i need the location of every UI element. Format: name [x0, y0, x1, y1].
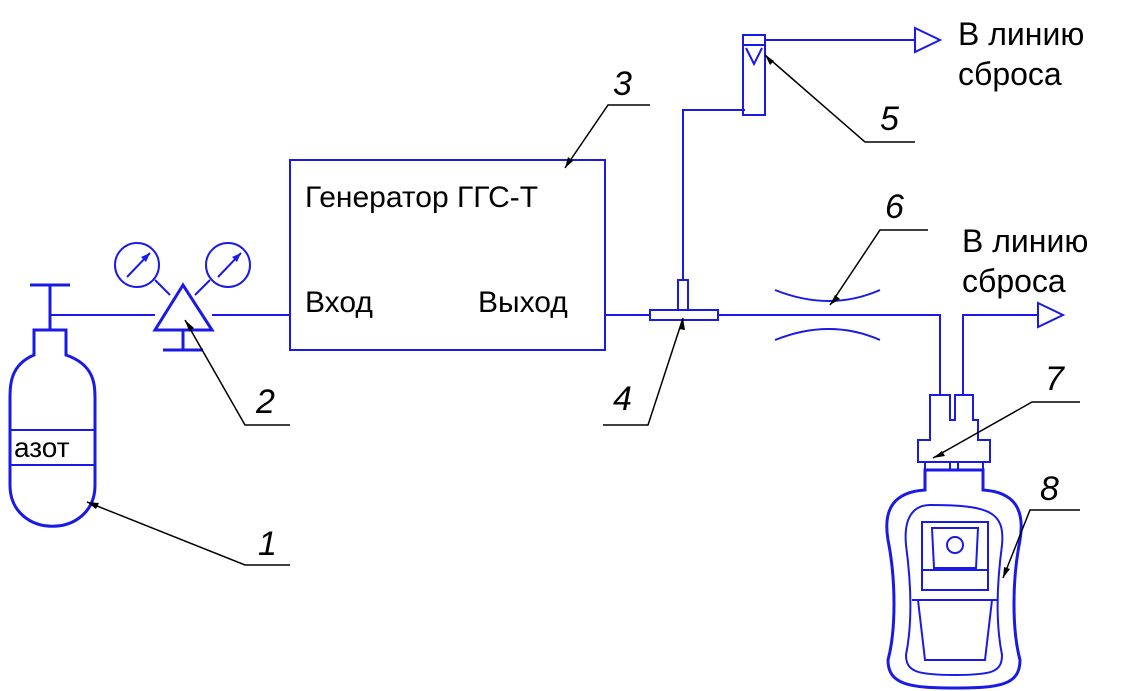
rotameter: [742, 34, 766, 116]
nitrogen-cylinder: азот: [8, 283, 97, 528]
cylinder-label: азот: [14, 432, 70, 463]
exhaust-top-line2: сброса: [958, 56, 1062, 92]
gas-detector: [885, 468, 1023, 690]
pipe-tee-rotameter: [682, 109, 745, 280]
callout-2: 2: [255, 383, 275, 421]
generator-box: Генератор ГГС-Т Вход Выход: [289, 159, 606, 351]
exhaust-arrow-mid: [1037, 301, 1066, 329]
exhaust-arrow-top: [914, 26, 943, 54]
exhaust-top-line1: В линию: [958, 16, 1084, 52]
callout-5: 5: [880, 100, 899, 138]
callout-8: 8: [1040, 470, 1059, 508]
callout-leaders: [86, 54, 1080, 579]
pipe-detector-exhaust: [962, 314, 1038, 395]
tee-fitting: [649, 279, 719, 321]
exhaust-mid-line2: сброса: [962, 263, 1066, 299]
callout-1: 1: [258, 525, 277, 563]
generator-input-label: Вход: [305, 286, 373, 319]
callout-4: 4: [613, 380, 632, 418]
callout-7: 7: [1045, 360, 1065, 398]
callout-3: 3: [613, 65, 632, 103]
callout-6: 6: [885, 188, 904, 226]
generator-title: Генератор ГГС-Т: [305, 181, 538, 214]
pressure-reducer: [114, 242, 251, 352]
exhaust-mid-line1: В линию: [962, 223, 1088, 259]
calibration-adapter: [917, 394, 991, 470]
pipe-tee-detector: [718, 314, 941, 395]
generator-output-label: Выход: [478, 286, 568, 319]
restrictor: [774, 289, 881, 341]
